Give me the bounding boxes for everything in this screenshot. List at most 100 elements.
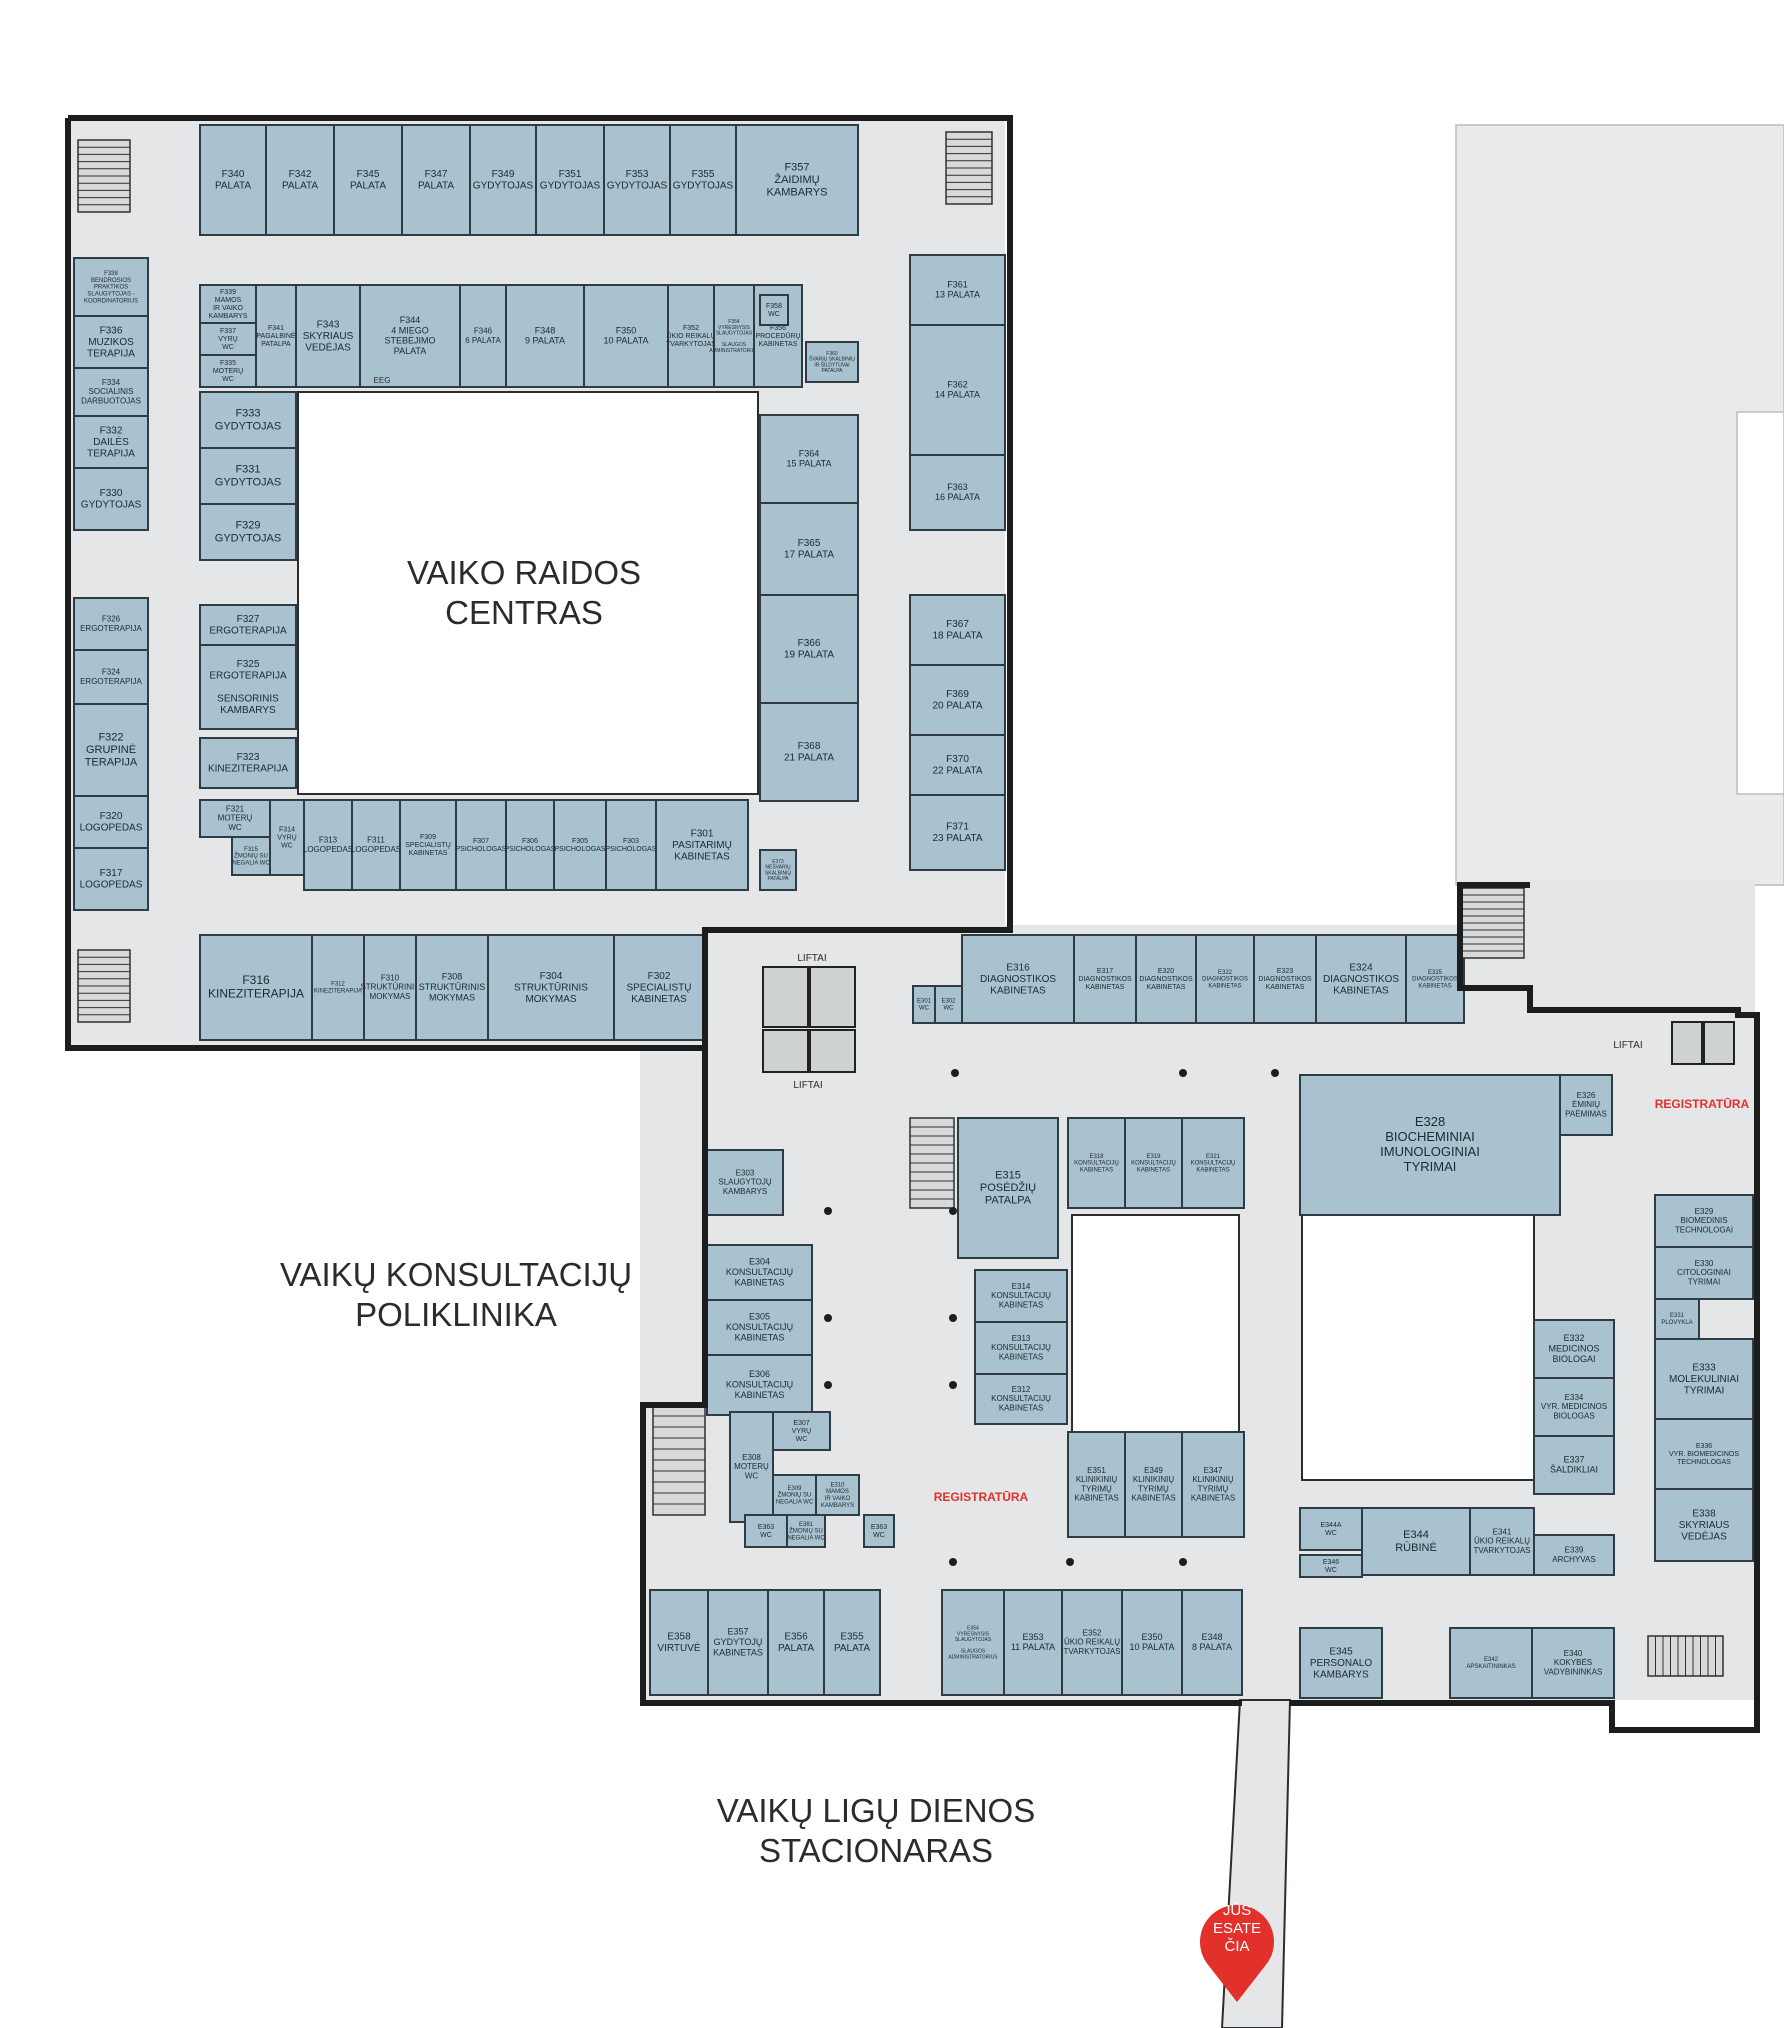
- room-shape[interactable]: [553, 799, 607, 891]
- room-shape[interactable]: [1299, 1507, 1363, 1551]
- room-shape[interactable]: [73, 257, 149, 317]
- room-shape[interactable]: [706, 1244, 813, 1301]
- room-shape[interactable]: [1533, 1377, 1615, 1437]
- room-shape[interactable]: [909, 324, 1006, 456]
- room-shape[interactable]: [199, 644, 297, 730]
- room-shape[interactable]: [1299, 1074, 1561, 1216]
- room-shape[interactable]: [73, 315, 149, 369]
- room-shape[interactable]: [909, 734, 1006, 796]
- room-shape[interactable]: [974, 1321, 1068, 1375]
- room-shape[interactable]: [455, 799, 507, 891]
- room-shape[interactable]: [759, 294, 789, 326]
- room-shape[interactable]: [583, 284, 669, 388]
- room-shape[interactable]: [459, 284, 507, 388]
- registratura-label[interactable]: REGISTRATŪRA: [934, 1490, 1029, 1504]
- room-shape[interactable]: [1299, 1554, 1363, 1578]
- room-shape[interactable]: [669, 124, 737, 236]
- room-shape[interactable]: [199, 391, 297, 449]
- room-shape[interactable]: [1124, 1117, 1183, 1209]
- room-shape[interactable]: [269, 799, 305, 876]
- registratura-label[interactable]: REGISTRATŪRA: [1655, 1097, 1750, 1111]
- room-shape[interactable]: [934, 985, 963, 1024]
- room-shape[interactable]: [759, 502, 859, 596]
- room-shape[interactable]: [199, 124, 267, 236]
- room-shape[interactable]: [1253, 934, 1317, 1024]
- room-shape[interactable]: [487, 934, 615, 1041]
- room-shape[interactable]: [909, 594, 1006, 666]
- room-shape[interactable]: [303, 799, 353, 891]
- room-shape[interactable]: [1181, 1431, 1245, 1538]
- room-shape[interactable]: [199, 503, 297, 561]
- room-shape[interactable]: [735, 124, 859, 236]
- room-shape[interactable]: [1181, 1589, 1243, 1696]
- room-shape[interactable]: [1654, 1338, 1754, 1420]
- room-shape[interactable]: [351, 799, 401, 891]
- room-shape[interactable]: [311, 934, 365, 1041]
- room-shape[interactable]: [961, 934, 1075, 1024]
- room-shape[interactable]: [805, 341, 859, 383]
- room-shape[interactable]: [974, 1373, 1068, 1425]
- room-shape[interactable]: [415, 934, 489, 1041]
- room-shape[interactable]: [1654, 1194, 1754, 1248]
- room-shape[interactable]: [199, 737, 297, 789]
- room-shape[interactable]: [655, 799, 749, 891]
- room-shape[interactable]: [815, 1474, 860, 1516]
